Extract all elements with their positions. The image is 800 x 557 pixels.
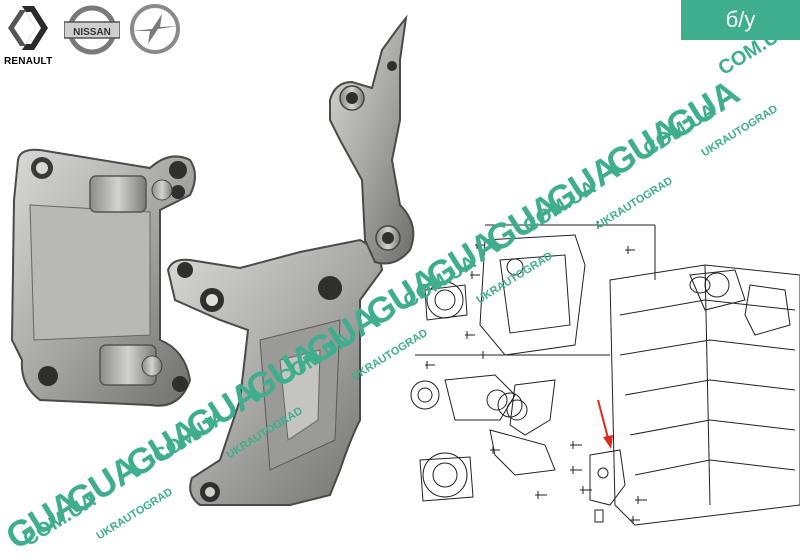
left-bracket xyxy=(10,148,196,407)
center-bracket xyxy=(166,238,384,506)
red-arrow-icon xyxy=(597,399,613,449)
opel-logo xyxy=(128,2,180,54)
parts-diagram xyxy=(410,221,800,526)
nissan-logo: NISSAN xyxy=(63,4,121,56)
nissan-wordmark: NISSAN xyxy=(73,27,111,38)
upper-bracket xyxy=(329,14,415,265)
used-badge: б/у xyxy=(681,0,800,40)
renault-logo: RENAULT xyxy=(4,4,56,67)
renault-wordmark: RENAULT xyxy=(4,56,53,67)
bracket-photo xyxy=(10,14,415,506)
